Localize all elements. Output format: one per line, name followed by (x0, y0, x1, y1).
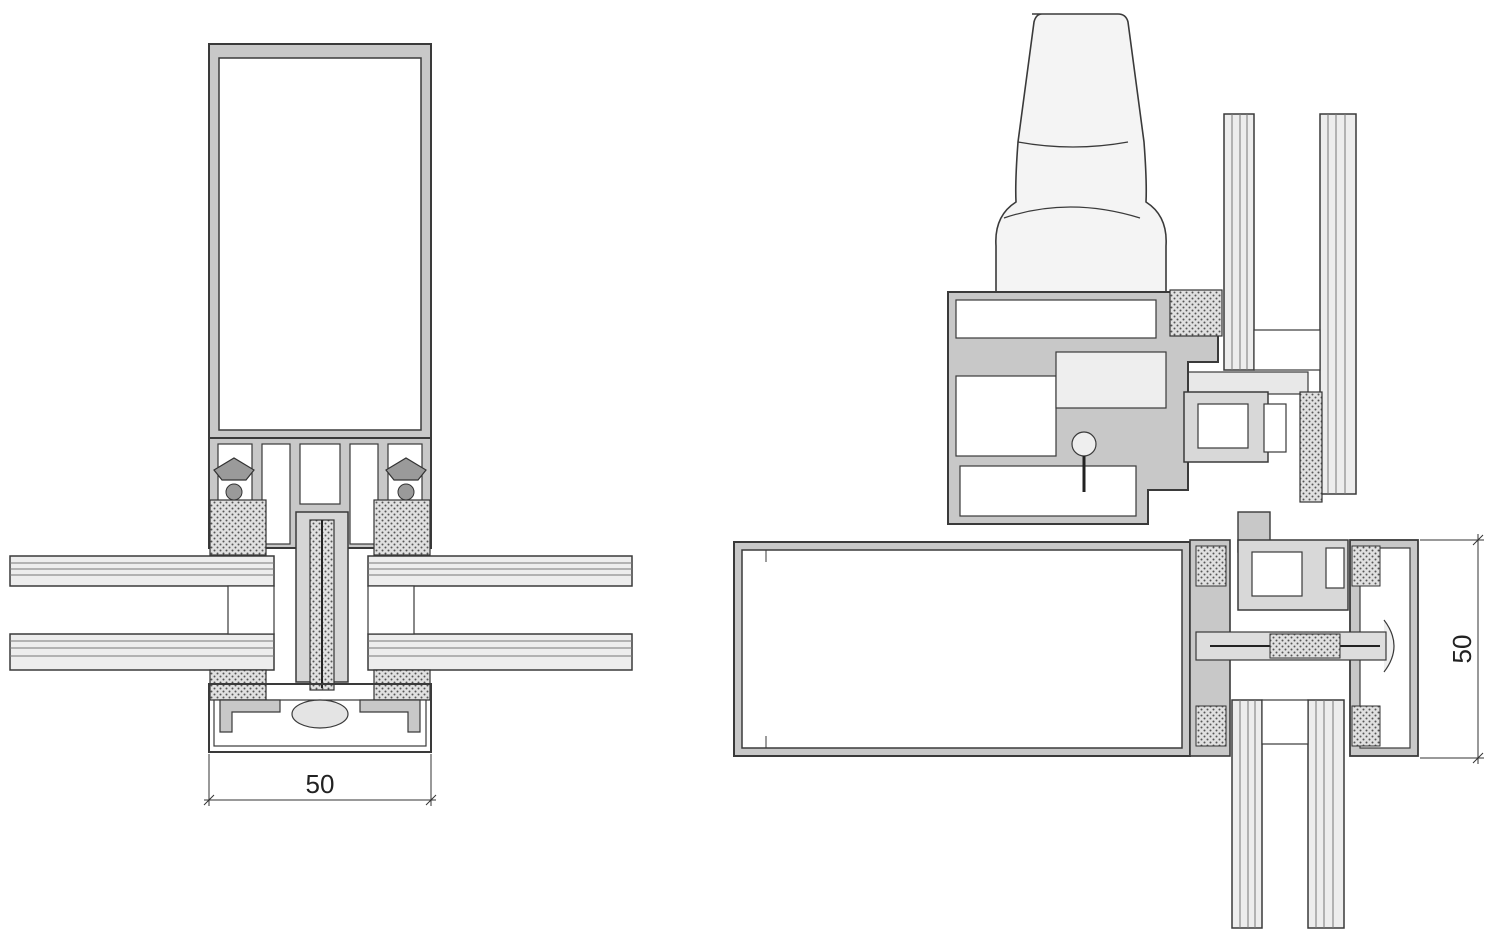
fixed-glazing (1231, 699, 1345, 929)
frame-screw (1195, 631, 1387, 661)
glass-panes-right (367, 555, 633, 671)
screw-assembly (295, 511, 349, 691)
right-window-section: 50 (733, 13, 1484, 929)
upper-gaskets (209, 457, 431, 556)
left-dimension-label: 50 (306, 769, 335, 799)
frame-coupling (1189, 511, 1419, 757)
glass-panes-left (9, 555, 275, 671)
vent-sash-profile (947, 289, 1287, 525)
right-dimension: 50 (1420, 534, 1484, 764)
left-dimension: 50 (203, 754, 437, 806)
window-handle (995, 13, 1167, 301)
pressure-plate-and-cap (208, 669, 432, 753)
left-mullion-section: 50 (9, 43, 633, 806)
vent-glazing (1187, 113, 1357, 503)
right-dimension-label: 50 (1447, 635, 1477, 664)
outer-frame-tube (733, 541, 1191, 757)
mullion-tube (208, 43, 432, 439)
